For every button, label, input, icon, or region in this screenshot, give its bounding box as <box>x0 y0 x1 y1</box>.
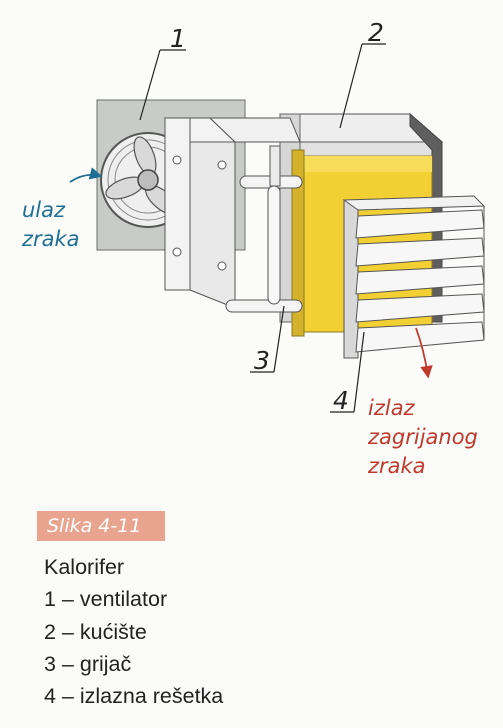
inlet-arrow <box>69 167 103 183</box>
outlet-label: izlaz zagrijanog zraka <box>368 394 478 481</box>
inlet-label-line-2: zraka <box>22 226 80 251</box>
leader-lines <box>139 43 386 413</box>
callout-1: 1 <box>170 24 186 53</box>
caption-item: 1 – ventilator <box>44 587 168 612</box>
heater-diagram: 1 2 3 4 ulaz zraka izlaz zagrijanog zrak… <box>22 18 486 481</box>
caption-item: 3 – grijač <box>44 651 132 676</box>
callout-4: 4 <box>333 386 349 415</box>
inlet-label-line-1: ulaz <box>22 198 66 222</box>
caption-item: 4 – izlazna rešetka <box>44 684 224 709</box>
outlet-label-line-1: izlaz <box>368 396 415 420</box>
outlet-arrow <box>415 327 433 379</box>
figure-caption: Kalorifer 1 – ventilator 2 – kućište 3 –… <box>44 551 223 712</box>
inlet-label: ulaz zraka <box>22 196 80 254</box>
caption-title: Kalorifer <box>44 555 125 579</box>
outlet-label-line-2: zagrijanog <box>368 424 478 449</box>
heater-illustration <box>69 43 486 413</box>
callout-2: 2 <box>368 18 384 47</box>
caption-item: 2 – kućište <box>44 619 147 644</box>
figure-number-badge: Slika 4-11 <box>37 511 165 541</box>
callout-3: 3 <box>254 346 270 375</box>
outlet-grille <box>342 195 486 359</box>
outlet-label-line-3: zraka <box>368 453 426 478</box>
